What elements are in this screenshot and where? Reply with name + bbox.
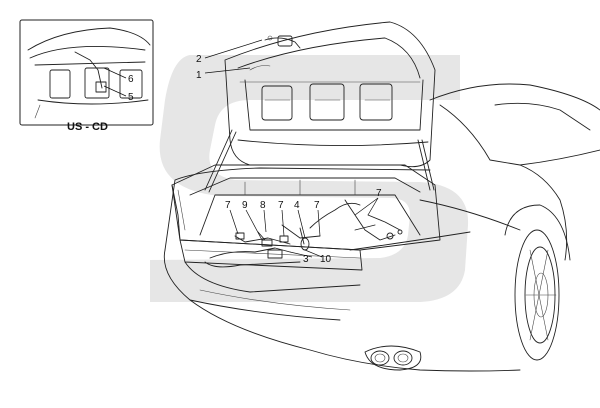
- car-body: [163, 83, 600, 372]
- callout-10: 10: [320, 254, 332, 265]
- callout-4: 4: [294, 200, 300, 211]
- callout-7-d: 7: [376, 188, 382, 199]
- exhaust-pipes: [364, 345, 422, 371]
- leader-lines: [103, 39, 379, 258]
- callout-7-c: 7: [314, 200, 320, 211]
- callout-8: 8: [260, 200, 266, 211]
- callout-7-b: 7: [278, 200, 284, 211]
- inset-title: US - CD: [67, 121, 108, 133]
- inset-us-cd: US - CD: [19, 19, 154, 133]
- callout-7-a: 7: [225, 200, 231, 211]
- callout-6: 6: [128, 74, 134, 85]
- watermark-logo: [150, 55, 469, 302]
- inset-frame: [19, 19, 154, 126]
- wiring-harness: [204, 199, 403, 268]
- callout-1: 1: [196, 70, 202, 81]
- callout-5: 5: [128, 92, 134, 103]
- callout-2: 2: [196, 54, 202, 65]
- callouts: 2 1 6 5 7 9 8 7 4 7 7 3 10: [128, 54, 382, 265]
- trunk-lid: [204, 21, 436, 193]
- callout-9: 9: [242, 200, 248, 211]
- trunk-compartment: [171, 164, 441, 293]
- callout-3: 3: [303, 254, 309, 265]
